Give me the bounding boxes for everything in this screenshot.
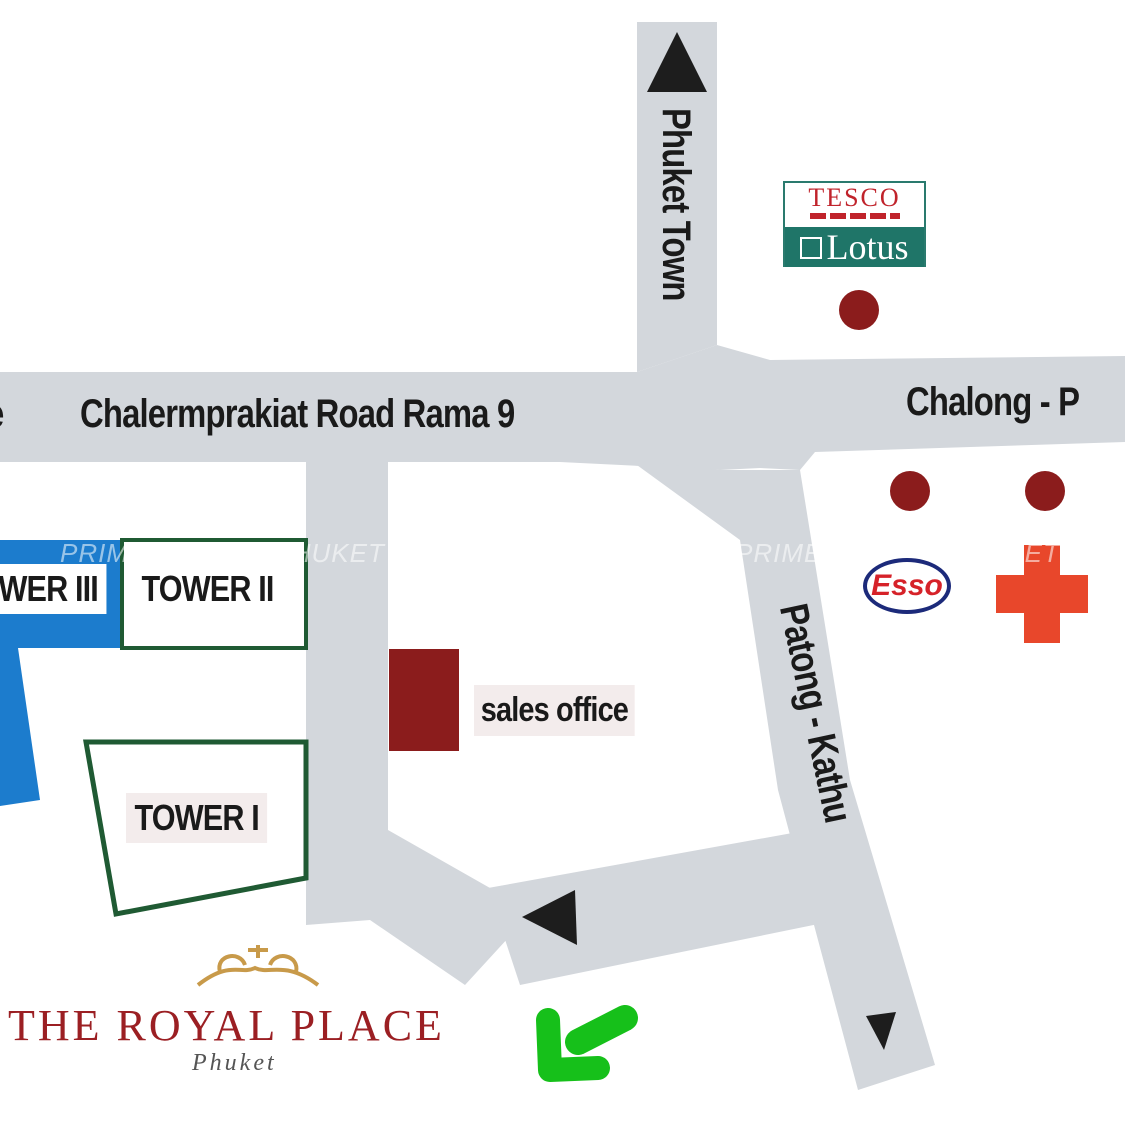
road-south-branch: [306, 460, 520, 985]
royal-place-logo-text: THE ROYAL PLACE: [8, 1001, 445, 1050]
road-patong-kathu: [630, 460, 935, 1090]
crown-icon: [196, 945, 320, 987]
arrow-west-icon: [522, 890, 577, 945]
road-label-phuket-town: Phuket Town: [654, 108, 698, 301]
hospital-marker: [1025, 471, 1065, 511]
esso-logo: Esso: [863, 558, 951, 614]
green-pointer-head: [536, 1008, 610, 1082]
green-pointer-arrow-icon: [565, 1005, 638, 1055]
tesco-word: TESCO: [808, 183, 901, 212]
road-label-rama-9: Chalermprakiat Road Rama 9: [80, 392, 515, 436]
lotus-band: Lotus: [785, 227, 924, 267]
road-phuket-town: [637, 22, 717, 372]
tesco-lotus-logo: TESCO Lotus: [783, 181, 926, 267]
tower-1-outline: [83, 739, 309, 917]
arrow-south-icon: [866, 1012, 896, 1050]
tower-3-label: WER III: [0, 564, 107, 614]
hospital-cross-icon: [996, 545, 1088, 643]
watermark-left: PRIME GLOBAL PHUKET: [60, 538, 385, 568]
royal-place-subtitle: Phuket: [192, 1050, 277, 1076]
lotus-icon: [800, 236, 823, 259]
road-label-chalong: Chalong - P: [906, 380, 1080, 424]
tesco-stripes: [809, 213, 900, 219]
tower-2-label: TOWER II: [133, 564, 283, 614]
tower-2-outline: [120, 538, 308, 650]
lotus-word: Lotus: [826, 227, 909, 267]
sales-office-label: sales office: [474, 685, 635, 736]
esso-marker: [890, 471, 930, 511]
tower-1-label: TOWER I: [126, 793, 268, 843]
road-label-west-stub: e: [0, 392, 4, 437]
sales-office-marker: [389, 649, 459, 751]
road-network: [0, 22, 1125, 1090]
road-connector: [488, 828, 838, 985]
road-rama-9: [0, 345, 1125, 470]
arrow-north-icon: [647, 32, 707, 92]
esso-word: Esso: [871, 569, 943, 602]
tesco-marker: [839, 290, 879, 330]
